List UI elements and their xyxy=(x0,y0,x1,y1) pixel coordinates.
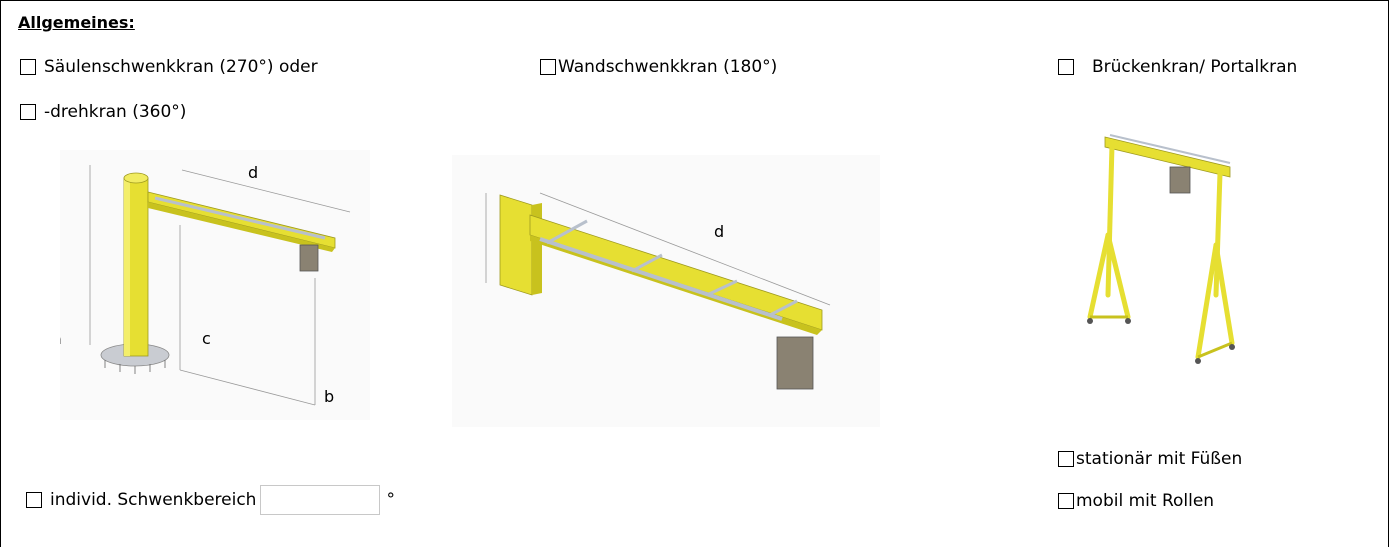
checkbox[interactable] xyxy=(1058,451,1074,467)
option-mobil[interactable]: mobil mit Rollen xyxy=(1058,491,1214,511)
option-drehkran[interactable]: -drehkran (360°) xyxy=(20,102,186,122)
checkbox[interactable] xyxy=(540,59,556,75)
portalkran-drawing xyxy=(1080,125,1240,370)
degree-unit: ° xyxy=(386,490,395,510)
checkbox[interactable] xyxy=(20,59,36,75)
dim-label: a xyxy=(60,329,62,348)
checkbox[interactable] xyxy=(20,104,36,120)
option-stationaer[interactable]: stationär mit Füßen xyxy=(1058,449,1242,469)
saeulenschwenkkran-drawing: d a c b xyxy=(60,150,370,420)
dim-label: b xyxy=(324,387,334,406)
option-label: Säulenschwenkkran (270°) oder xyxy=(44,57,318,77)
option-wandschwenkkran[interactable]: Wandschwenkkran (180°) xyxy=(540,57,777,77)
option-label: Wandschwenkkran (180°) xyxy=(558,57,778,77)
wandschwenkkran-drawing: d xyxy=(452,155,880,427)
dim-label: d xyxy=(248,163,258,182)
option-brueckenkran[interactable]: Brückenkran/ Portalkran xyxy=(1058,57,1297,77)
option-label: Brückenkran/ Portalkran xyxy=(1092,57,1298,77)
option-label: individ. Schwenkbereich xyxy=(50,490,257,510)
checkbox[interactable] xyxy=(26,492,42,508)
checkbox[interactable] xyxy=(1058,493,1074,509)
option-label: -drehkran (360°) xyxy=(44,102,187,122)
option-individ-schwenkbereich[interactable]: individ. Schwenkbereich ° xyxy=(26,485,395,515)
section-heading: Allgemeines: xyxy=(18,13,135,32)
checkbox[interactable] xyxy=(1058,59,1074,75)
dim-label: c xyxy=(202,329,211,348)
option-label: stationär mit Füßen xyxy=(1076,449,1243,469)
dim-label: d xyxy=(714,222,724,241)
option-saeulenschwenkkran[interactable]: Säulenschwenkkran (270°) oder xyxy=(20,57,318,77)
schwenkbereich-input[interactable] xyxy=(260,485,381,515)
option-label: mobil mit Rollen xyxy=(1076,491,1215,511)
